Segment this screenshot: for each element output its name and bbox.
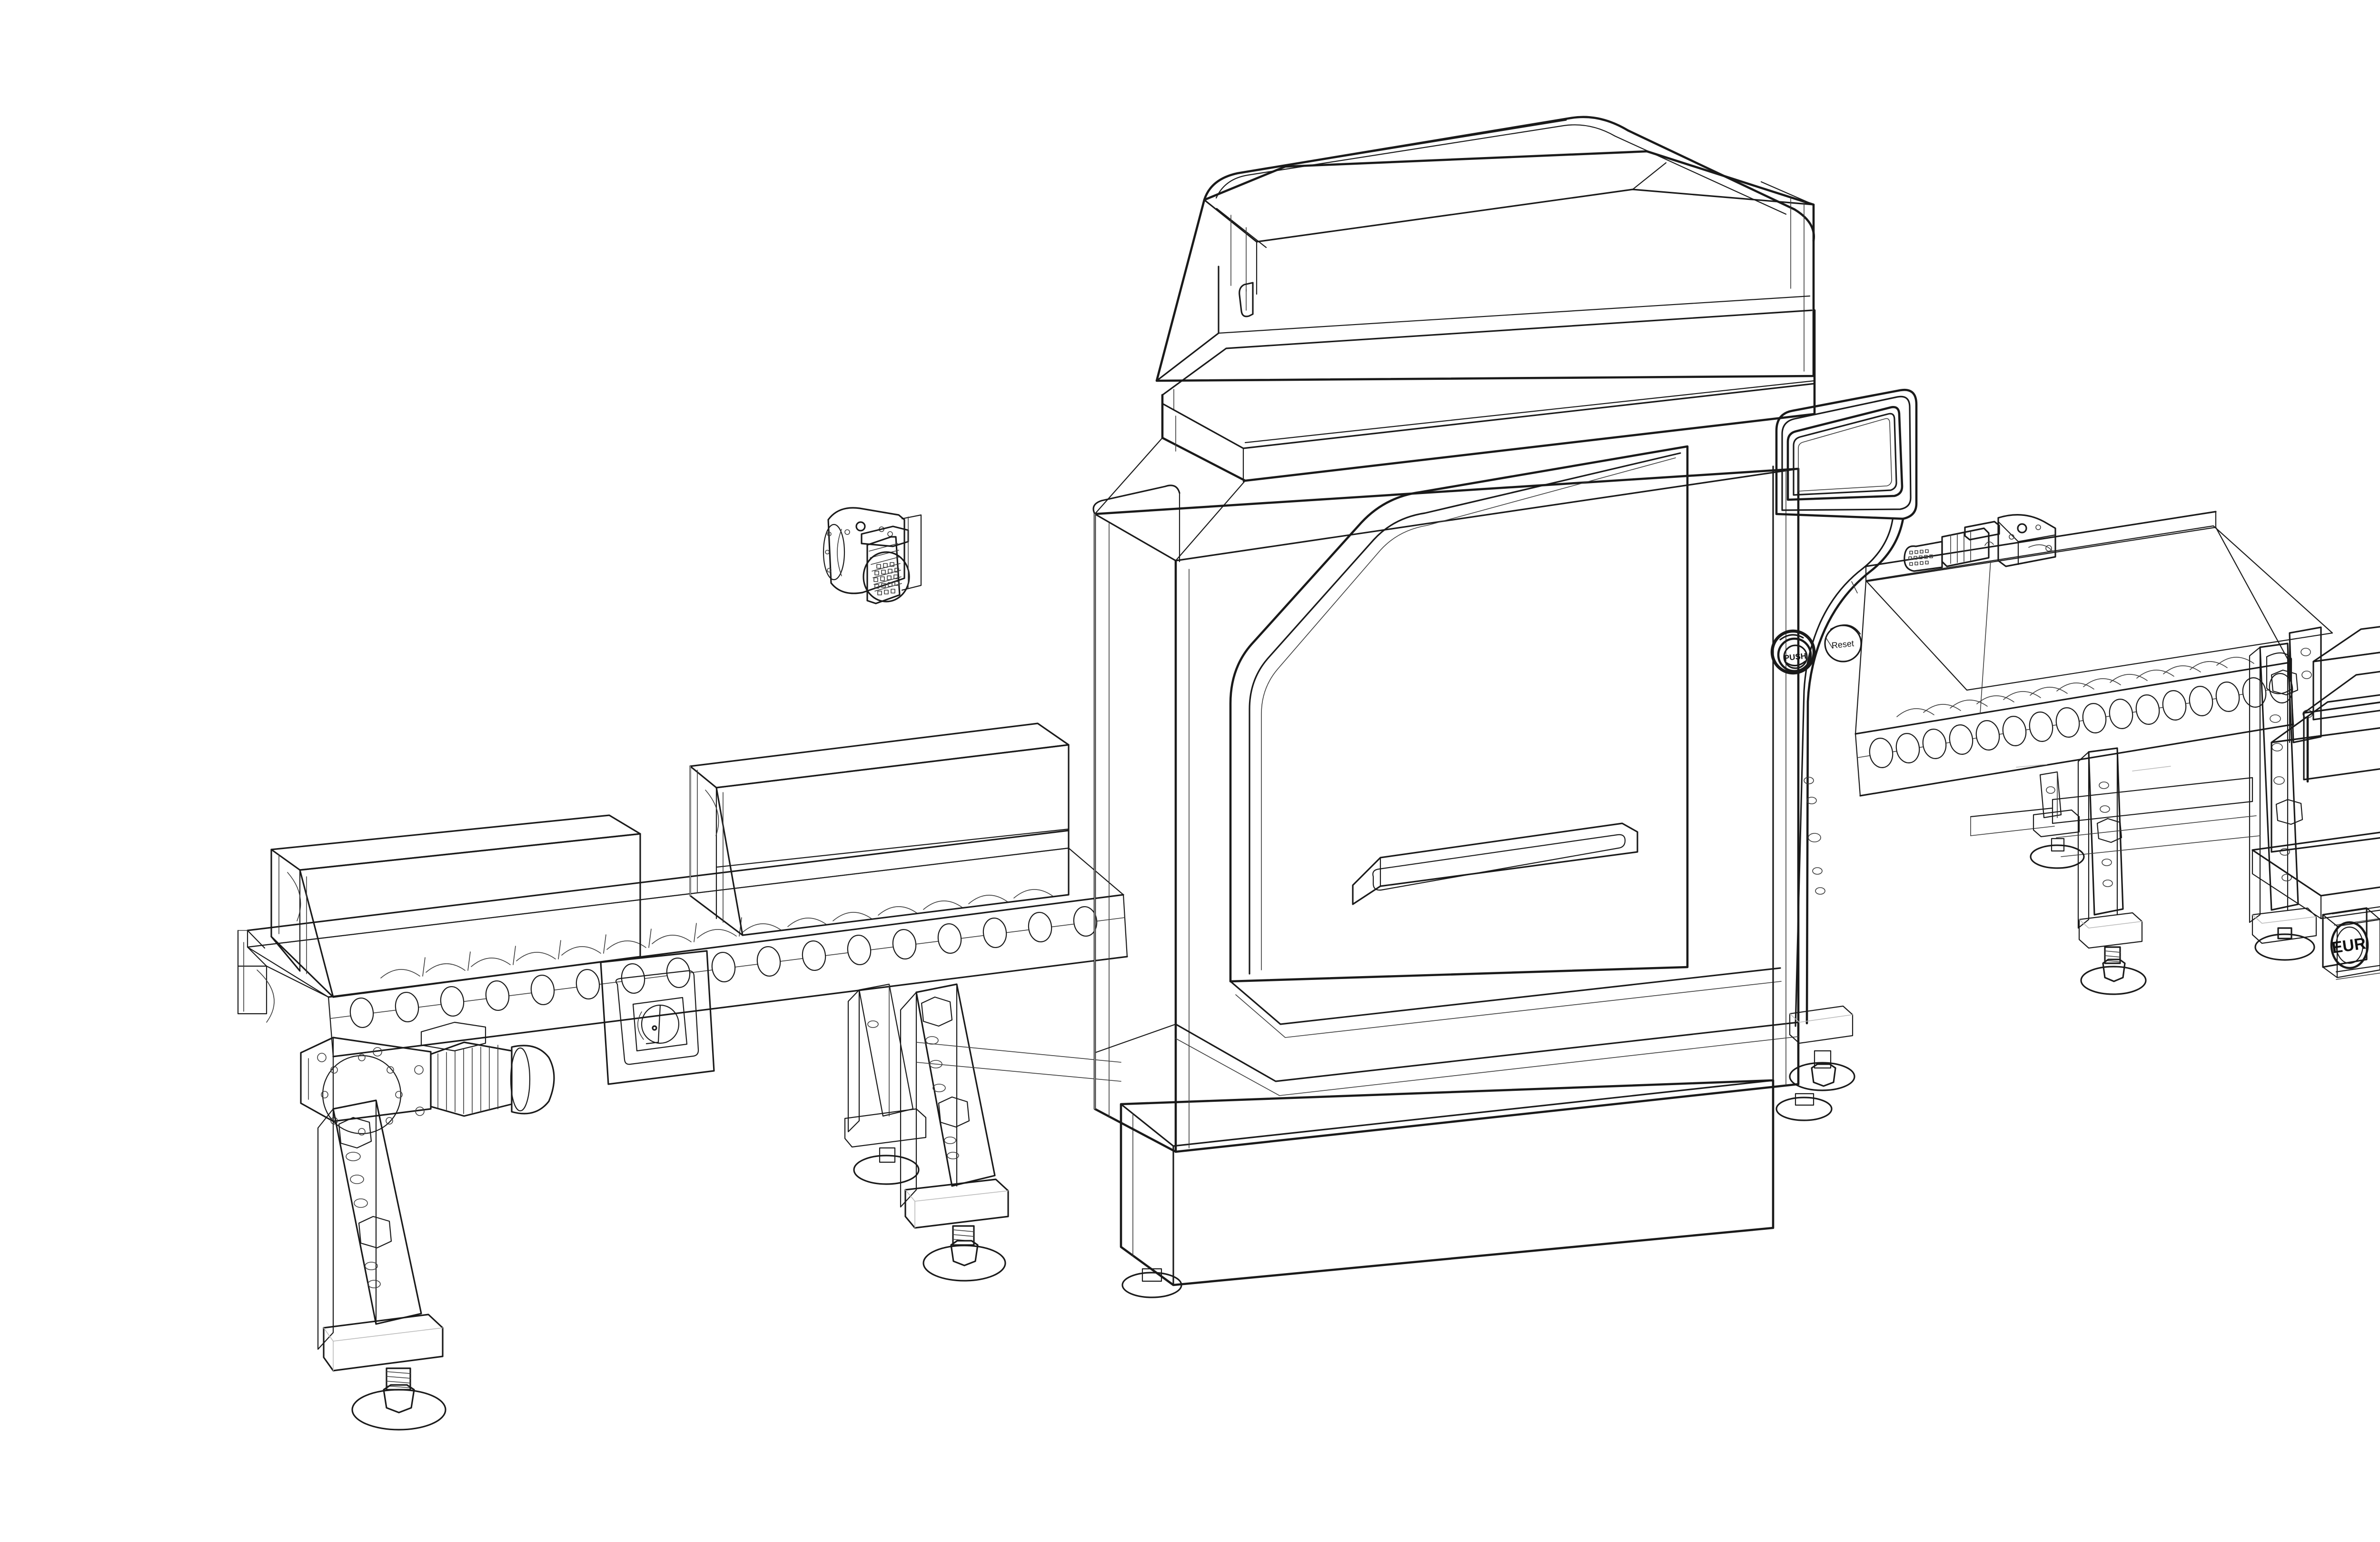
- outfeed-box-top: [2303, 671, 2380, 783]
- outfeed-support-leg-right: [2249, 642, 2317, 961]
- outfeed-roller-conveyor: [1854, 511, 2333, 995]
- main-frame-support-leg-2: [844, 983, 927, 1185]
- operator-hmi-panel: PUSH Reset: [1770, 388, 1918, 1091]
- pallet-eur-stamp: EUR: [2330, 921, 2369, 969]
- outfeed-box-rear-top: [2312, 626, 2380, 721]
- outfeed-support-leg-left: [2077, 747, 2147, 995]
- emergency-stop-button[interactable]: PUSH: [1770, 629, 1816, 675]
- infeed-rollers: [349, 889, 1098, 1028]
- service-door[interactable]: [1229, 445, 1689, 983]
- main-enclosure: [844, 116, 1833, 1298]
- estop-label: PUSH: [1784, 652, 1807, 663]
- outfeed-support-leg-inner: [2030, 771, 2085, 869]
- door-handle[interactable]: [1352, 822, 1638, 905]
- main-machine-feet: [1121, 1093, 1833, 1298]
- top-gear-motor: [823, 507, 922, 604]
- construction-lines: [690, 514, 2171, 1109]
- outfeed-end-drive-motor: [1904, 514, 2056, 572]
- outfeed-rollers: [1869, 657, 2293, 768]
- pallet-blocks: [2322, 907, 2380, 979]
- euro-pallet: EUR: [2251, 831, 2380, 980]
- infeed-support-leg-left: [317, 1099, 446, 1431]
- palletized-products: EUR: [2251, 626, 2380, 980]
- touchscreen-display[interactable]: [1786, 406, 1904, 501]
- infeed-disconnect-switch-box[interactable]: [600, 950, 715, 1085]
- infeed-roller-conveyor: [237, 722, 1128, 1431]
- infeed-gear-motor: [300, 1021, 555, 1136]
- infeed-product-box-1: [270, 814, 641, 998]
- reset-label: Reset: [1831, 639, 1854, 651]
- main-frame-support-leg-1: [900, 983, 1009, 1282]
- outfeed-box-bottom: [2271, 694, 2380, 853]
- fan-grille: [873, 562, 899, 595]
